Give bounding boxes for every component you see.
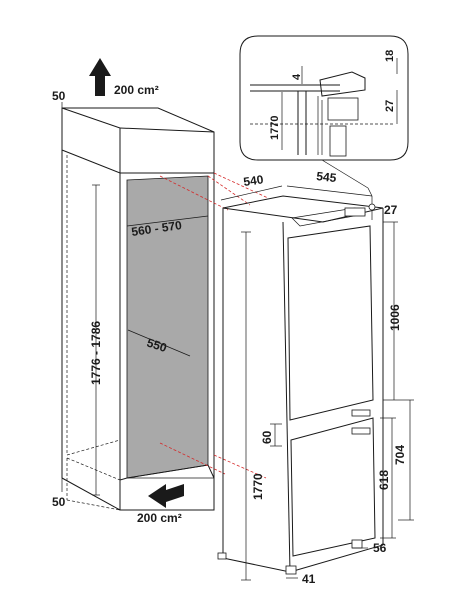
foot-front: 41 (302, 572, 316, 586)
top-vent-arrow: 200 cm² (89, 58, 159, 97)
appliance-dimensions: 540 545 27 1006 704 618 60 1770 5 (220, 169, 414, 586)
freezer-section-height: 704 (393, 445, 407, 465)
detail-gap-27: 27 (384, 100, 396, 112)
detail-gap-18: 18 (384, 50, 396, 62)
fridge-door (287, 225, 374, 421)
fridge-door-height: 1006 (388, 304, 402, 331)
cabinet (61, 107, 215, 511)
door-gap: 60 (260, 430, 274, 444)
airflow-guides (159, 172, 269, 479)
cabinet-bottom-gap: 50 (52, 495, 66, 509)
top-vent-label: 200 cm² (114, 83, 159, 97)
detail-gap-4: 4 (291, 73, 303, 80)
bottom-vent-arrow: 200 cm² (137, 484, 184, 525)
freezer-door (290, 417, 376, 557)
appliance-depth: 545 (316, 169, 338, 185)
appliance-height: 1770 (251, 473, 265, 500)
detail-height-1770: 1770 (269, 116, 281, 140)
appliance-width: 540 (242, 172, 264, 189)
bottom-vent-label: 200 cm² (137, 511, 182, 525)
niche-depth: 550 (145, 336, 169, 356)
niche-height: 1776 - 1786 (89, 321, 103, 385)
appliance (217, 195, 384, 575)
detail-inset: 4 18 27 1770 (239, 35, 409, 197)
freezer-door-height: 618 (377, 470, 391, 490)
foot-side: 56 (373, 541, 387, 555)
cabinet-top-gap: 50 (52, 89, 66, 103)
top-clearance: 27 (384, 203, 398, 217)
